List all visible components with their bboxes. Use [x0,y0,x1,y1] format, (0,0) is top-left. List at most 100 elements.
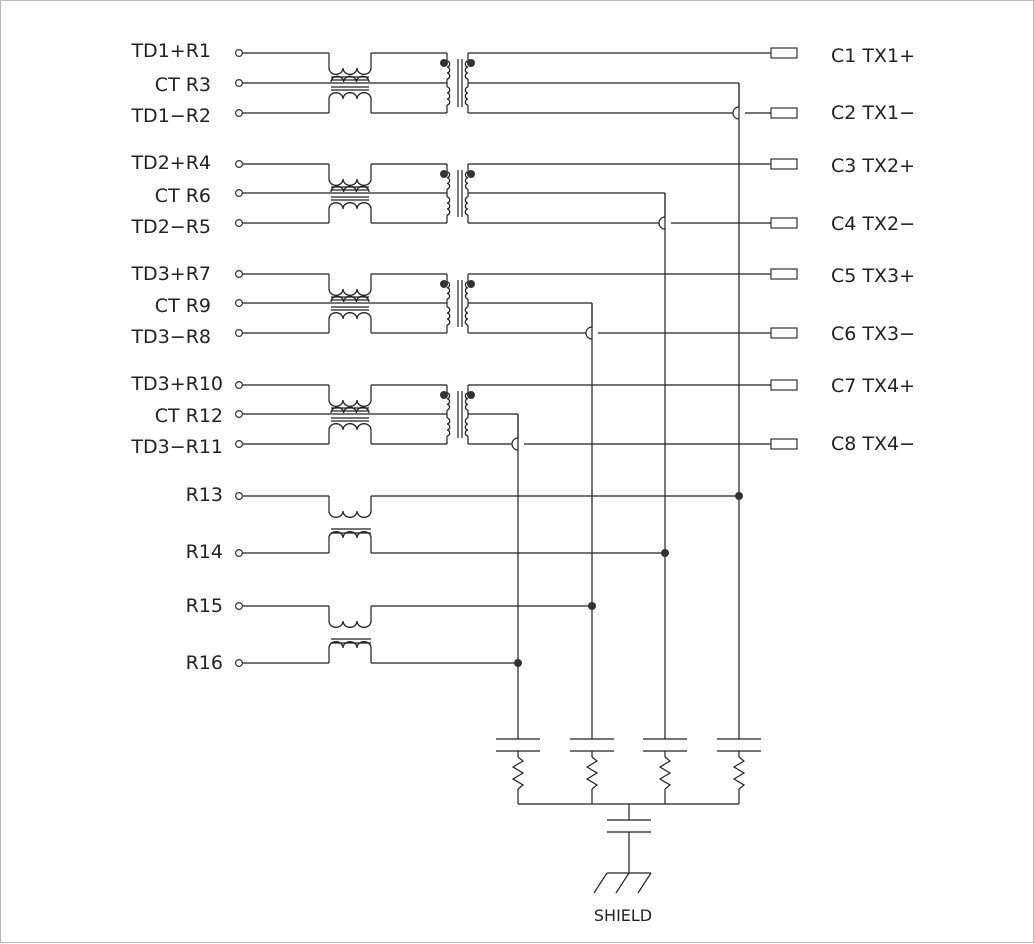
choke-r15-coil [328,620,372,628]
label-c6-tx3-minus: C6 TX3− [831,323,915,345]
label-ct-r12: CT R12 [155,405,223,427]
wires [242,52,771,894]
choke-g1-coil-mid [330,75,370,83]
resistor-3 [658,756,672,790]
connector-g1-plus [770,47,798,59]
connector-g2-minus [770,217,798,229]
xfmr-g4-secondary-a [464,392,469,411]
xfmr-g2-polarity-dot-s [467,170,475,178]
xfmr-g3-primary-b [446,306,451,326]
label-ct-r3: CT R3 [155,74,211,96]
chassis-hatch-2 [615,872,630,894]
terminal-r16 [235,658,244,667]
terminal-g2-ct [235,189,244,198]
xfmr-g4-polarity-dot-s [467,391,475,399]
choke-g2-coil-b [328,202,372,210]
xfmr-g3-polarity-dot-s [467,280,475,288]
chassis-hatch-1 [593,872,608,894]
terminal-r13 [235,492,244,501]
terminal-g1-bottom [235,108,244,117]
choke-g4-coil-a [328,399,372,407]
label-td3-plus-r10: TD3+R10 [130,373,223,395]
xfmr-g1-primary-b [446,86,451,106]
connector-g1-minus [770,107,798,119]
label-r15: R15 [186,595,223,617]
choke-r13-coil [328,510,372,518]
choke-r16-coil [328,641,372,649]
label-r16: R16 [186,652,223,674]
label-ct-r9: CT R9 [155,295,211,317]
label-td1-minus-r2: TD1−R2 [130,105,211,127]
xfmr-g2-polarity-dot-p [440,170,448,178]
wire-g3-crossover [585,326,593,340]
xfmr-g3-secondary-a [464,281,469,300]
junction-r13 [735,492,743,500]
xfmr-g1-secondary-a [464,60,469,80]
xfmr-g3-secondary-b [464,306,469,326]
choke-g3-coil-mid [330,295,370,303]
xfmr-g4-primary-a [446,392,451,411]
label-ct-r6: CT R6 [155,185,211,207]
label-td2-plus-r4: TD2+R4 [130,152,211,174]
choke-g1-coil-b [328,92,372,100]
components [235,47,798,667]
choke-g1-coil-a [328,67,372,75]
terminal-g3-ct [235,299,244,308]
xfmr-g2-secondary-b [464,196,469,216]
choke-r14-coil [328,531,372,539]
xfmr-g1-primary-a [446,60,451,80]
terminal-g4-ct [235,410,244,419]
label-td1-plus-r1: TD1+R1 [130,40,211,62]
chassis-hatch-3 [637,872,652,894]
label-c5-tx3-plus: C5 TX3+ [831,265,915,287]
terminal-g1-ct [235,78,244,87]
connector-g2-plus [770,158,798,170]
xfmr-g2-primary-a [446,171,451,190]
choke-g4-coil-mid [330,406,370,414]
terminal-g2-bottom [235,219,244,228]
junction-r16 [514,659,522,667]
connector-g4-plus [770,379,798,391]
xfmr-g4-polarity-dot-p [440,391,448,399]
choke-g3-coil-a [328,288,372,296]
resistor-1 [511,756,525,790]
label-c3-tx2-plus: C3 TX2+ [831,155,915,177]
terminal-g1-top [235,48,244,57]
junction-r15 [588,602,596,610]
label-c7-tx4-plus: C7 TX4+ [831,375,915,397]
connector-g3-plus [770,268,798,280]
xfmr-g1-secondary-b [464,86,469,106]
terminal-g4-bottom [235,440,244,449]
label-c8-tx4-minus: C8 TX4− [831,433,915,455]
junction-r14 [661,549,669,557]
wire-g2-crossover [658,216,666,230]
label-td3-plus-r7: TD3+R7 [130,263,211,285]
xfmr-g3-polarity-dot-p [440,280,448,288]
xfmr-g1-polarity-dot-s [467,59,475,67]
label-r13: R13 [186,484,223,506]
wire-g1-crossover [732,106,740,120]
choke-g3-coil-b [328,312,372,320]
label-c4-tx2-minus: C4 TX2− [831,213,915,235]
label-td2-minus-r5: TD2−R5 [130,216,211,238]
terminal-g4-top [235,381,244,390]
terminal-g3-top [235,270,244,279]
label-shield: SHIELD [594,906,652,925]
terminal-g2-top [235,160,244,169]
connector-g4-minus [770,438,798,450]
label-td3-minus-r8: TD3−R8 [130,326,211,348]
xfmr-g2-primary-b [446,196,451,216]
label-td3-minus-r11: TD3−R11 [130,436,223,458]
resistor-4 [732,756,746,790]
terminal-r14 [235,548,244,557]
connector-g3-minus [770,327,798,339]
wire-g4-crossover [511,437,519,451]
xfmr-g4-secondary-b [464,417,469,437]
choke-g2-coil-a [328,178,372,186]
resistor-2 [585,756,599,790]
terminal-r15 [235,601,244,610]
xfmr-g1-polarity-dot-p [440,59,448,67]
xfmr-g3-primary-a [446,281,451,300]
